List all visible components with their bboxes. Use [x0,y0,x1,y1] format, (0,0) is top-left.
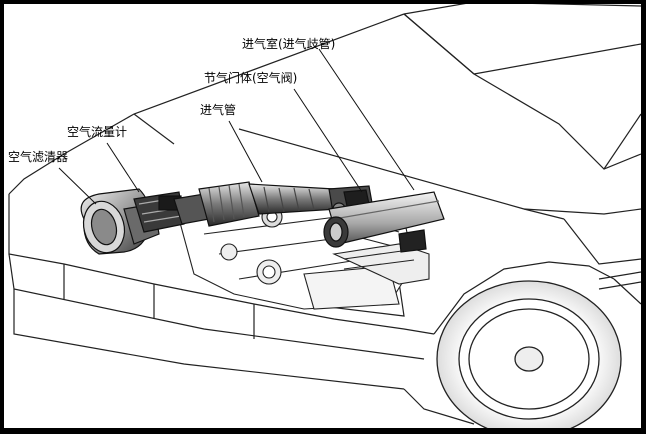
hood-outline [8,13,475,195]
front-wheel [436,280,622,428]
air-flow-meter [133,191,210,233]
leader-air-filter [58,167,97,205]
leader-intake-chamber [318,48,415,191]
label-intake-pipe: 进气管 [200,102,236,117]
label-air-flow-meter: 空气流量计 [67,124,127,139]
a-pillar [603,113,641,170]
front-fascia [8,194,435,335]
leader-lines [58,48,415,205]
label-intake-chamber: 进气室(进气歧管) [242,36,335,51]
leader-intake-pipe [228,120,263,183]
leader-throttle-body [293,88,363,193]
windshield [403,4,641,170]
leader-air-flow-meter [106,142,140,193]
intake-chamber [323,191,445,253]
fender [433,261,615,335]
engine-bay-diagram: 空气滤清器 空气流量计 进气管 节气门体(空气阀) 进气室(进气歧管) [8,4,641,428]
diagram-canvas: 空气滤清器 空气流量计 进气管 节气门体(空气阀) 进气室(进气歧管) [4,4,641,428]
intake-pipe [198,181,340,227]
label-throttle-body: 节气门体(空气阀) [204,70,297,85]
label-air-filter: 空气滤清器 [8,149,68,164]
